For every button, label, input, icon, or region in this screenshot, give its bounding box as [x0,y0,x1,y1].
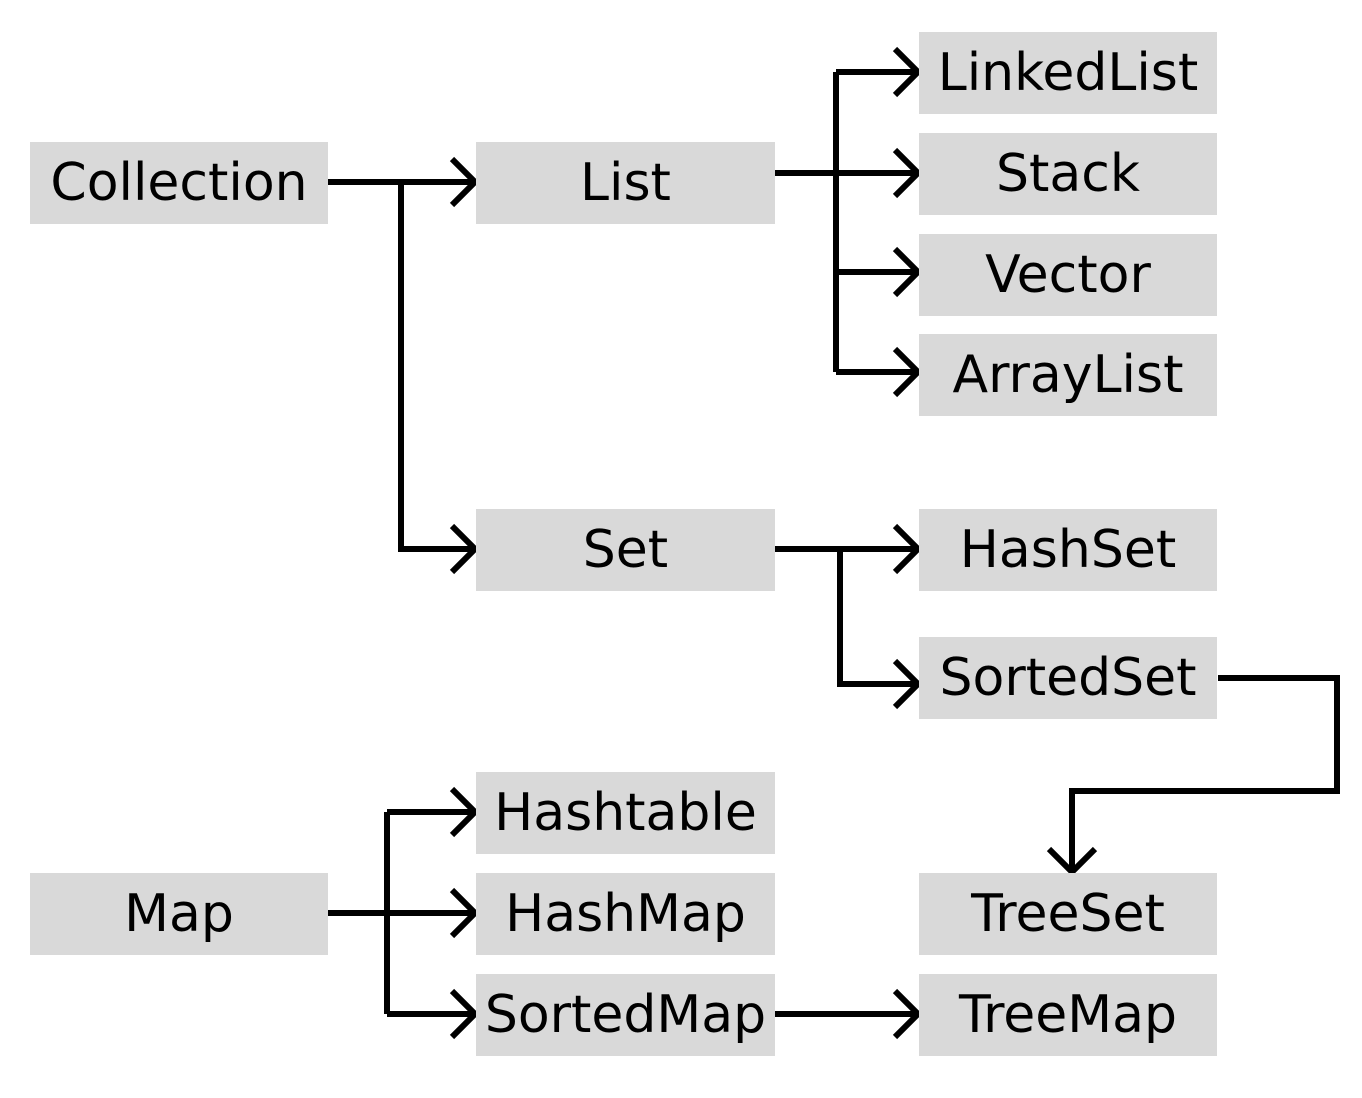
node-list: List [476,142,775,224]
arrowhead-list [449,156,480,208]
node-map: Map [30,873,328,955]
node-label: HashMap [505,884,746,944]
arrowhead-hashmap [449,887,480,939]
arrowhead-treemap [892,988,923,1040]
node-hashset: HashSet [919,509,1217,591]
node-label: HashSet [959,520,1177,580]
arrowhead-stack [892,147,923,199]
arrowhead-vector [892,246,923,298]
arrowhead-linkedlist [892,46,923,98]
arrowhead-hashset [892,523,923,575]
node-label: SortedMap [484,985,767,1045]
arrowhead-treeset [1046,846,1098,877]
arrowhead-set [449,523,480,575]
node-hashmap: HashMap [476,873,775,955]
node-arraylist: ArrayList [919,334,1217,416]
node-label: TreeMap [958,985,1178,1045]
node-label: ArrayList [952,345,1184,405]
arrowhead-arraylist [892,346,923,398]
node-collection: Collection [30,142,328,224]
node-hashtable: Hashtable [476,772,775,854]
node-treeset: TreeSet [919,873,1217,955]
node-label: Collection [50,153,308,213]
node-label: Set [582,520,669,580]
node-stack: Stack [919,133,1217,215]
node-vector: Vector [919,234,1217,316]
node-label: LinkedList [937,43,1199,103]
edge-sortedset-treeset [1069,675,1340,871]
node-sortedmap: SortedMap [476,974,775,1056]
node-set: Set [476,509,775,591]
node-label: Hashtable [494,783,757,843]
arrowhead-sortedmap [449,988,480,1040]
node-label: List [580,153,671,213]
edge-collection-set [398,182,474,552]
node-linkedlist: LinkedList [919,32,1217,114]
node-label: SortedSet [939,648,1197,708]
node-label: Map [124,884,234,944]
arrowhead-hashtable [449,786,480,838]
node-treemap: TreeMap [919,974,1217,1056]
edge-set-sortedset [837,549,917,687]
node-label: Vector [985,245,1151,305]
node-label: Stack [996,144,1140,204]
node-label: TreeSet [971,884,1165,944]
node-sortedset: SortedSet [919,637,1217,719]
arrowhead-sortedset [892,658,923,710]
